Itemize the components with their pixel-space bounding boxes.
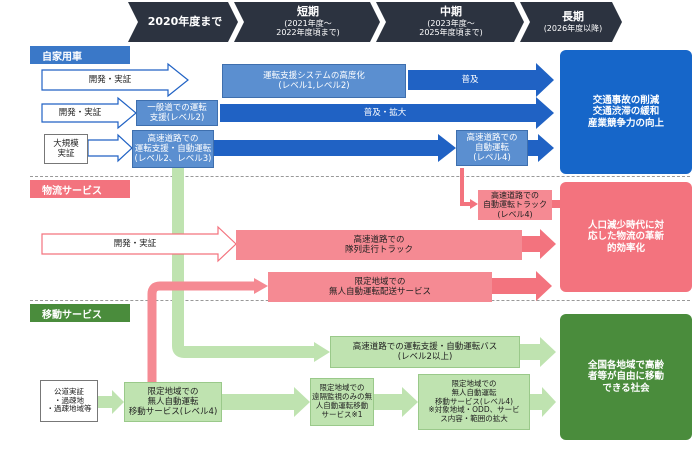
phase-0-shape	[128, 2, 238, 42]
phase-2-shape	[376, 2, 524, 42]
section-label-mobility: 移動サービス	[30, 304, 130, 322]
logistics-dev: 開発・実証	[113, 238, 157, 249]
mobility-remote: 限定地域での 遠隔監視のみの無 人自動運転移動 サービス※1	[310, 378, 374, 426]
arrow-right-icon	[41, 225, 237, 263]
arrow-right-icon	[87, 133, 133, 163]
outcome-mobility: 全国各地域で高齢 者等が自由に移動 できる社会	[560, 314, 692, 440]
phase-3: 長期(2026年度以降)	[543, 9, 603, 33]
private-row1-dev: 開発・実証	[88, 74, 132, 85]
private-row3-dev: 大規模 実証	[44, 134, 88, 164]
arrow-right-icon	[374, 387, 418, 417]
arrow-right-icon	[222, 387, 310, 417]
mobility-public-test: 公道実証 ・過疎地 ・過疎地域等	[40, 380, 98, 422]
phase-1-shape	[234, 2, 380, 42]
arrow-right-icon	[98, 390, 124, 414]
arrow-right-icon	[220, 97, 554, 129]
arrow-right-icon	[522, 229, 556, 259]
section-label-logistics: 物流サービス	[30, 180, 130, 198]
arrow-right-icon	[147, 281, 256, 382]
arrow-right-icon	[492, 271, 552, 301]
outcome-private: 交通事故の削減 交通渋滞の緩和 産業競争力の向上	[560, 50, 692, 174]
section-label-private: 自家用車	[30, 46, 130, 64]
phase-0: 2020年度まで	[147, 14, 223, 28]
phase-3-shape	[520, 2, 622, 42]
logistics-delivery: 限定地域での 無人自動運転配送サービス	[268, 272, 492, 302]
mobility-expand: 限定地域での 無人自動運転 移動サービス(レベル4) ※対象地域・ODD、サービ…	[418, 374, 530, 430]
phase-1: 短期(2021年度～ 2022年度頃まで)	[276, 5, 340, 38]
private-row2-arrow-label: 普及・拡大	[363, 107, 407, 118]
arrow-right-icon	[530, 387, 556, 417]
arrow-right-icon	[460, 168, 472, 206]
phase-2: 中期(2023年度～ 2025年度頃まで)	[419, 5, 483, 38]
private-row1-box: 運転支援システムの高度化 (レベル1,レベル2)	[222, 64, 406, 98]
arrow-right-icon	[528, 134, 554, 162]
arrow-right-icon	[172, 166, 316, 358]
phase-header	[128, 2, 622, 42]
arrow-right-icon	[520, 337, 556, 367]
private-row3-box: 高速道路での 運転支援・自動運転 (レベル2、レベル3)	[132, 130, 214, 168]
arrow-right-icon	[314, 342, 330, 362]
private-row2-dev: 開発・実証	[58, 107, 102, 118]
mobility-limited-l4: 限定地域での 無人自動運転 移動サービス(レベル4)	[124, 382, 222, 422]
outcome-logistics: 人口減少時代に対 応した物流の革新 的効率化	[560, 182, 692, 292]
arrow-right-icon	[214, 134, 456, 162]
private-row1-arrow-label: 普及	[461, 74, 479, 85]
arrow-right-icon	[254, 278, 268, 294]
logistics-truck-l4: 高速道路での 自動運転トラック (レベル4)	[478, 190, 552, 220]
arrow-right-icon	[470, 199, 478, 209]
arrow-right-icon	[41, 96, 137, 130]
arrow-right-icon	[408, 63, 554, 97]
section-divider-1	[30, 176, 690, 177]
mobility-bus: 高速道路での運転支援・自動運転バス (レベル2以上)	[330, 336, 520, 368]
logistics-platoon: 高速道路での 隊列走行トラック	[236, 230, 522, 260]
arrow-right-icon	[41, 62, 189, 98]
private-row2-box: 一般道での運転 支援(レベル2)	[136, 100, 218, 126]
private-row3-box2: 高速道路での 自動運転 (レベル4)	[456, 130, 528, 166]
